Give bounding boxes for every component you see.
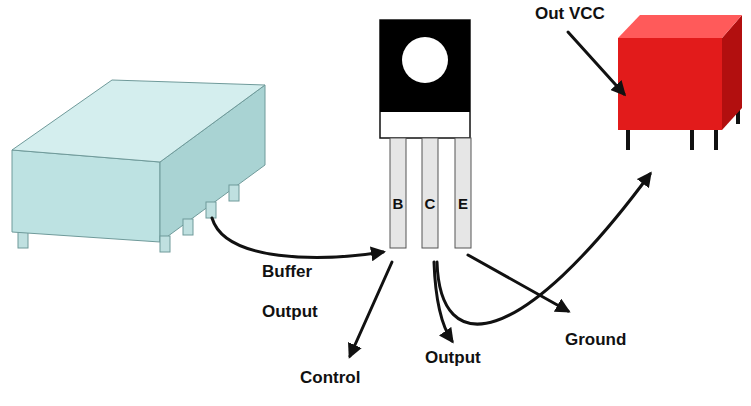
pin-label: E (455, 194, 471, 214)
ground-arrow (468, 255, 568, 311)
supply-label: Out VCC (535, 4, 605, 24)
control-arrow (350, 262, 392, 356)
ic-chip (12, 80, 265, 252)
pin-label: C (422, 194, 438, 214)
pin-label: B (390, 194, 406, 214)
buffer-arrow (212, 218, 383, 257)
vcc-arrow (568, 32, 624, 94)
signal-label: Ground (565, 330, 626, 350)
transistor (380, 20, 471, 248)
signal-label: Output (425, 348, 481, 368)
signal-label: Buffer Output (262, 252, 342, 332)
collector-to-relay-arrow (437, 174, 650, 324)
relay (618, 15, 742, 150)
signal-label: Control (300, 368, 360, 388)
